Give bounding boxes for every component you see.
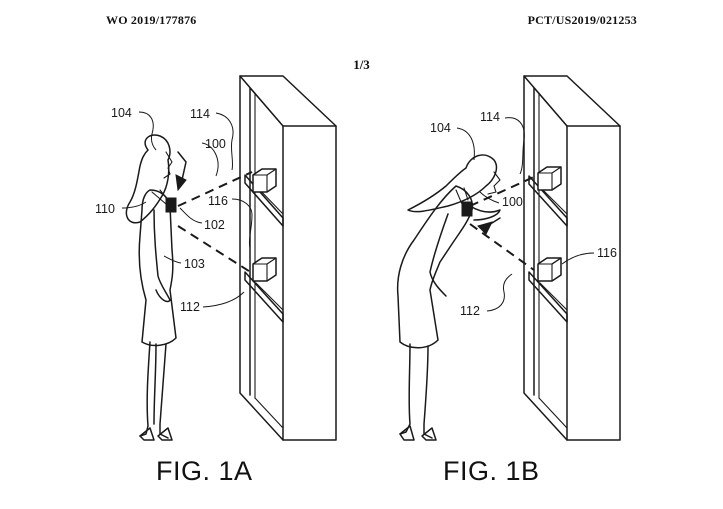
view-ray-1a-top — [177, 171, 253, 207]
person-figure-1a — [125, 134, 177, 441]
view-ray-1b-bottom — [469, 223, 535, 271]
publication-number: WO 2019/177876 — [106, 13, 197, 27]
arrow-1a — [177, 151, 187, 181]
sheet-number: 1/3 — [353, 57, 370, 72]
label-114-1a: 114 — [190, 107, 210, 121]
label-112-1b: 112 — [460, 304, 480, 318]
figure-1a: 104 114 100 110 116 102 103 112 FIG. 1A — [95, 75, 337, 486]
label-116-1b: 116 — [597, 246, 617, 260]
label-100-1b: 100 — [502, 195, 523, 209]
figure-1b: 104 114 100 116 112 FIG. 1B — [396, 75, 621, 486]
label-110-1a: 110 — [95, 202, 115, 216]
item-box-1a-bottom — [252, 257, 277, 282]
item-box-1b-bottom — [537, 257, 562, 282]
label-116-1a: 116 — [208, 194, 228, 208]
label-100-1a: 100 — [205, 137, 226, 151]
person-figure-1b — [396, 154, 501, 441]
shelf-outline-1a — [239, 75, 337, 441]
label-112-1a: 112 — [180, 300, 200, 314]
item-box-1a-top — [252, 168, 277, 193]
item-box-1b-top — [537, 166, 562, 191]
view-ray-1b-top — [469, 175, 537, 207]
figure-caption-1b: FIG. 1B — [443, 456, 540, 486]
label-102-1a: 102 — [204, 218, 225, 232]
shelf-unit-1a — [239, 75, 337, 441]
figure-caption-1a: FIG. 1A — [156, 456, 253, 486]
label-104-1b: 104 — [430, 121, 451, 135]
shelf-unit-1b — [523, 75, 621, 441]
shelf-outline-1b — [523, 75, 621, 441]
label-103-1a: 103 — [184, 257, 205, 271]
label-104-1a: 104 — [111, 106, 132, 120]
application-number: PCT/US2019/021253 — [527, 13, 637, 27]
label-114-1b: 114 — [480, 110, 500, 124]
